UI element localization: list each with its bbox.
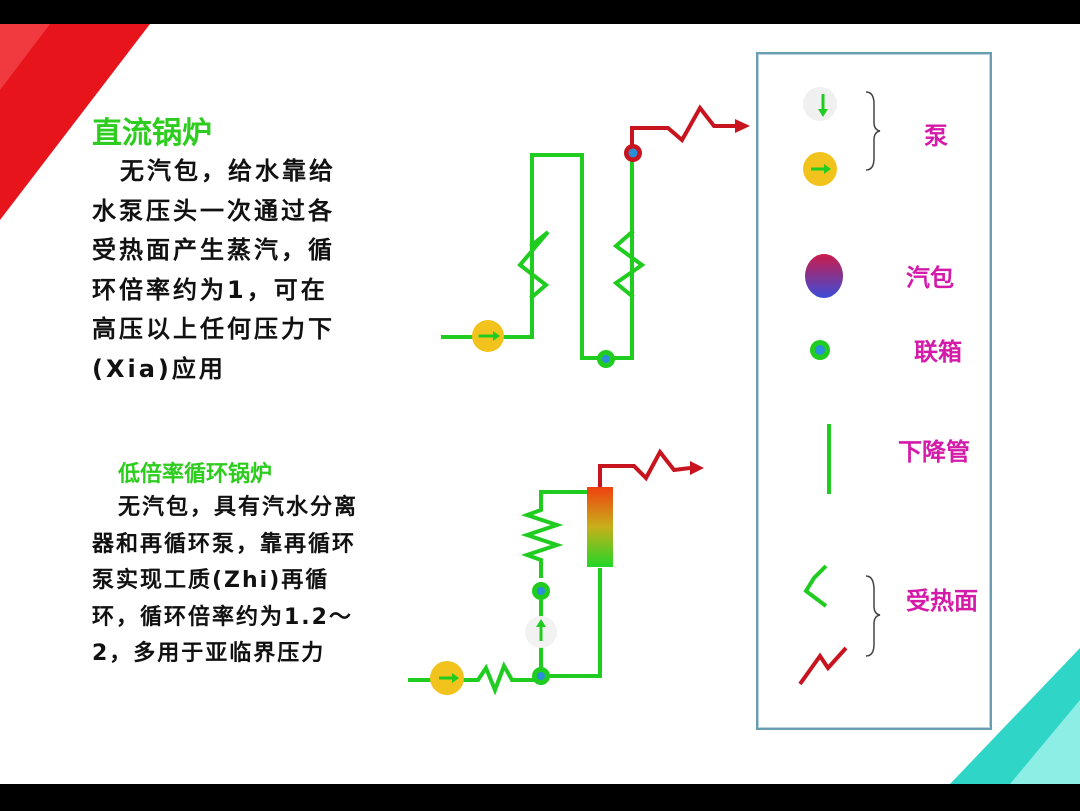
heating-surface-brace-icon xyxy=(865,575,881,657)
top-bar xyxy=(0,0,1080,24)
evaporator-coil xyxy=(520,490,588,578)
legend-symbols xyxy=(798,87,881,686)
low-ratio-circulation-boiler-title: 低倍率循环锅炉 xyxy=(118,462,273,487)
superheater-outlet-2 xyxy=(598,448,691,487)
outlet-arrow-2 xyxy=(690,461,704,475)
return-pipe xyxy=(540,568,602,678)
steam-water-separator xyxy=(587,487,613,567)
low-ratio-boiler-diagram xyxy=(408,448,704,696)
heating-surface-left xyxy=(517,230,550,300)
bottom-bar xyxy=(0,784,1080,811)
economizer-coil xyxy=(463,661,540,696)
legend-label-heating-surface: 受热面 xyxy=(906,587,978,615)
once-through-boiler-title: 直流锅炉 xyxy=(92,116,212,151)
legend-heating-surface-green-icon xyxy=(803,564,828,608)
once-through-boiler-description: 无汽包，给水靠给水泵压头一次通过各受热面产生蒸汽，循环倍率约为1，可在高压以上任… xyxy=(92,157,336,383)
low-ratio-circulation-boiler-description: 无汽包，具有汽水分离器和再循环泵，靠再循环泵实现工质(Zhi)再循环，循环倍率约… xyxy=(92,495,359,666)
legend-drum-icon xyxy=(805,254,843,298)
legend-label-header: 联箱 xyxy=(914,338,962,366)
legend-heating-surface-red-icon xyxy=(798,646,848,686)
outlet-arrow xyxy=(735,119,750,133)
legend-label-pump: 泵 xyxy=(924,122,948,150)
legend-label-drum: 汽包 xyxy=(906,264,954,292)
riser-pipe-left xyxy=(486,153,634,360)
superheater-outlet xyxy=(630,104,738,154)
legend-label-downcomer: 下降管 xyxy=(898,438,970,466)
legend-pump-icon-vertical xyxy=(803,87,837,121)
legend-box xyxy=(756,52,992,730)
once-through-boiler-diagram xyxy=(441,104,750,368)
corner-decoration-top-left xyxy=(0,24,150,220)
heating-surface-right xyxy=(612,229,646,299)
pump-brace-icon xyxy=(865,91,881,171)
corner-decoration-bottom-right xyxy=(950,648,1080,784)
